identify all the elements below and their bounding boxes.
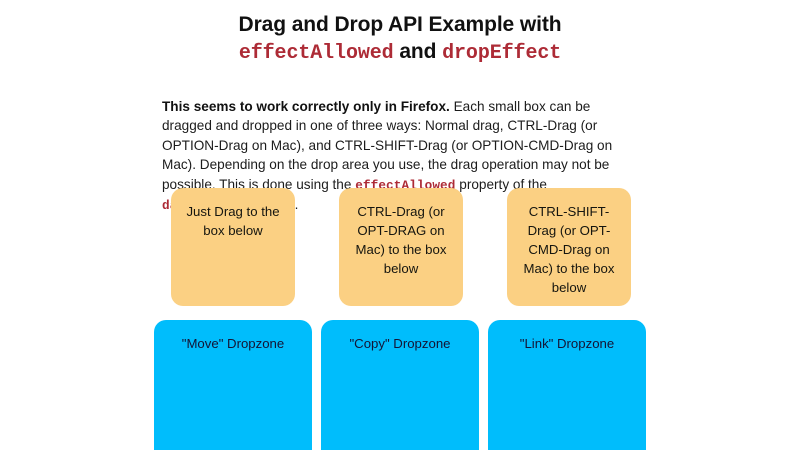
- draggable-box-ctrl-shift[interactable]: CTRL-SHIFT-Drag (or OPT-CMD-Drag on Mac)…: [507, 188, 631, 306]
- draggable-box-ctrl[interactable]: CTRL-Drag (or OPT-DRAG on Mac) to the bo…: [339, 188, 463, 306]
- intro-lead-bold: This seems to work correctly only in Fir…: [162, 98, 450, 114]
- page-title-line-1: Drag and Drop API Example with: [238, 13, 562, 36]
- intro-body-2: property of the: [455, 176, 547, 192]
- title-code-dropeffect: dropEffect: [442, 42, 562, 65]
- draggable-box-row: Just Drag to the box below CTRL-Drag (or…: [171, 188, 631, 306]
- title-code-effectallowed: effectAllowed: [238, 42, 394, 65]
- dropzone-copy-label: "Copy" Dropzone: [349, 336, 451, 351]
- dropzone-copy[interactable]: "Copy" Dropzone: [321, 320, 479, 450]
- draggable-box-normal[interactable]: Just Drag to the box below: [171, 188, 295, 306]
- draggable-box-ctrl-shift-label: CTRL-SHIFT-Drag (or OPT-CMD-Drag on Mac)…: [523, 204, 615, 295]
- page-title-line-2: effectAllowed and dropEffect: [0, 38, 800, 68]
- dropzone-link-label: "Link" Dropzone: [519, 336, 615, 351]
- title-conjunction: and: [399, 40, 437, 63]
- intro-body-1: Each small box can be dragged and droppe…: [162, 98, 613, 192]
- draggable-box-normal-label: Just Drag to the box below: [186, 204, 280, 238]
- draggable-box-ctrl-label: CTRL-Drag (or OPT-DRAG on Mac) to the bo…: [355, 204, 447, 276]
- dropzone-row: "Move" Dropzone "Copy" Dropzone "Link" D…: [154, 320, 646, 450]
- page-title: Drag and Drop API Example with effectAll…: [0, 12, 800, 68]
- dropzone-link[interactable]: "Link" Dropzone: [488, 320, 646, 450]
- dropzone-move[interactable]: "Move" Dropzone: [154, 320, 312, 450]
- dropzone-move-label: "Move" Dropzone: [181, 336, 285, 351]
